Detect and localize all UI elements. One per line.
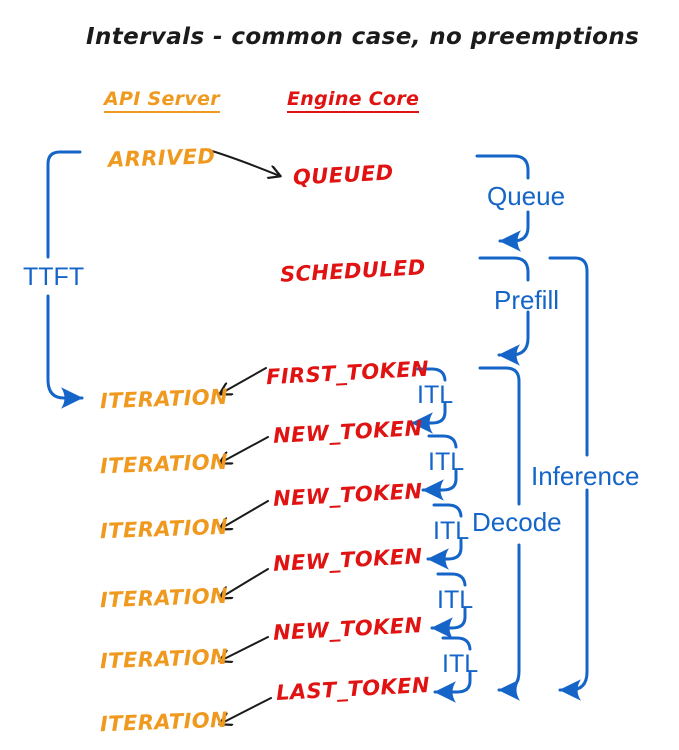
column-header-engine-core: Engine Core: [287, 88, 420, 113]
itl-glyph-4-arrow-icon: [432, 572, 467, 628]
interval-label-queue: Queue: [487, 181, 566, 211]
event-iteration-5: ITERATION: [99, 644, 229, 674]
interval-label-itl-3: ITL: [433, 517, 470, 545]
interval-label-decode: Decode: [472, 507, 562, 537]
event-iteration-6: ITERATION: [99, 707, 229, 737]
inference-bracket-arrow-icon: [550, 256, 589, 690]
queue-bracket-arrow-icon: [477, 154, 530, 241]
arrow-arrived-to-queued-icon: [211, 150, 280, 176]
arrow-new-token3-to-iteration-icon: [220, 568, 269, 598]
interval-label-itl-5: ITL: [442, 650, 479, 678]
interval-label-itl-1: ITL: [417, 381, 454, 409]
page-title: Intervals - common case, no preemptions: [86, 24, 640, 50]
arrow-last-token-to-iteration-icon: [220, 697, 272, 724]
event-arrived: ARRIVED: [107, 144, 216, 172]
interval-label-prefill: Prefill: [494, 285, 560, 315]
ttft-bracket-arrow-icon: [46, 150, 82, 398]
decode-bracket-arrow-icon: [480, 366, 519, 690]
prefill-bracket-arrow-icon: [480, 256, 530, 355]
interval-label-itl-2: ITL: [428, 448, 465, 476]
event-iteration-4: ITERATION: [99, 583, 229, 613]
arrow-new-token2-to-iteration-icon: [220, 500, 269, 529]
itl-glyph-5-arrow-icon: [435, 636, 472, 692]
event-iteration-3: ITERATION: [99, 514, 229, 544]
column-header-api-server: API Server: [104, 88, 220, 113]
interval-label-ttft: TTFT: [23, 263, 85, 291]
itl-glyph-2-arrow-icon: [423, 434, 458, 490]
itl-glyph-1-arrow-icon: [412, 367, 447, 423]
event-iteration-1: ITERATION: [99, 384, 229, 414]
arrow-new-token1-to-iteration-icon: [220, 436, 269, 463]
interval-label-inference: Inference: [531, 461, 640, 491]
arrow-new-token4-to-iteration-icon: [220, 636, 269, 661]
itl-glyph-3-arrow-icon: [428, 503, 463, 559]
event-iteration-2: ITERATION: [99, 449, 229, 479]
interval-label-itl-4: ITL: [437, 586, 474, 614]
arrow-first-token-to-iteration-icon: [220, 367, 267, 394]
